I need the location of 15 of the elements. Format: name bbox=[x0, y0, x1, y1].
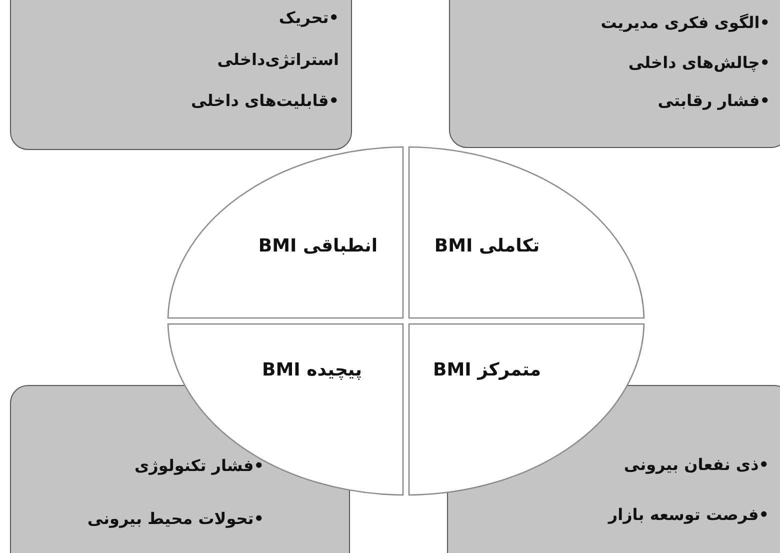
bullet-item: •ذی نفعان بیرونی bbox=[624, 455, 769, 474]
bullet-item: •قابلیت‌های داخلی bbox=[191, 91, 339, 110]
bullet-item: •تحولات محیط بیرونی bbox=[87, 509, 264, 528]
quadrant-label: BMI تکاملی bbox=[434, 236, 540, 256]
bullet-item: •فشار تکنولوژی bbox=[134, 456, 264, 475]
bullet-item: •تحریک استراتژی‌داخلی bbox=[216, 7, 339, 71]
factor-box bbox=[449, 0, 780, 148]
bullet-item: •چالش‌های داخلی bbox=[628, 53, 770, 72]
bullet-item: •الگوی فکری مدیریت bbox=[600, 13, 770, 32]
bullet-item: •فشار رقابتی bbox=[658, 91, 770, 110]
bullet-item: •فرصت توسعه بازار bbox=[608, 505, 769, 524]
factor-box bbox=[10, 0, 352, 150]
quadrant-label: BMI انطباقی bbox=[258, 236, 378, 256]
quadrant-label: BMI متمرکز bbox=[432, 360, 542, 380]
quadrant-label: BMI پیچیده bbox=[262, 360, 362, 380]
